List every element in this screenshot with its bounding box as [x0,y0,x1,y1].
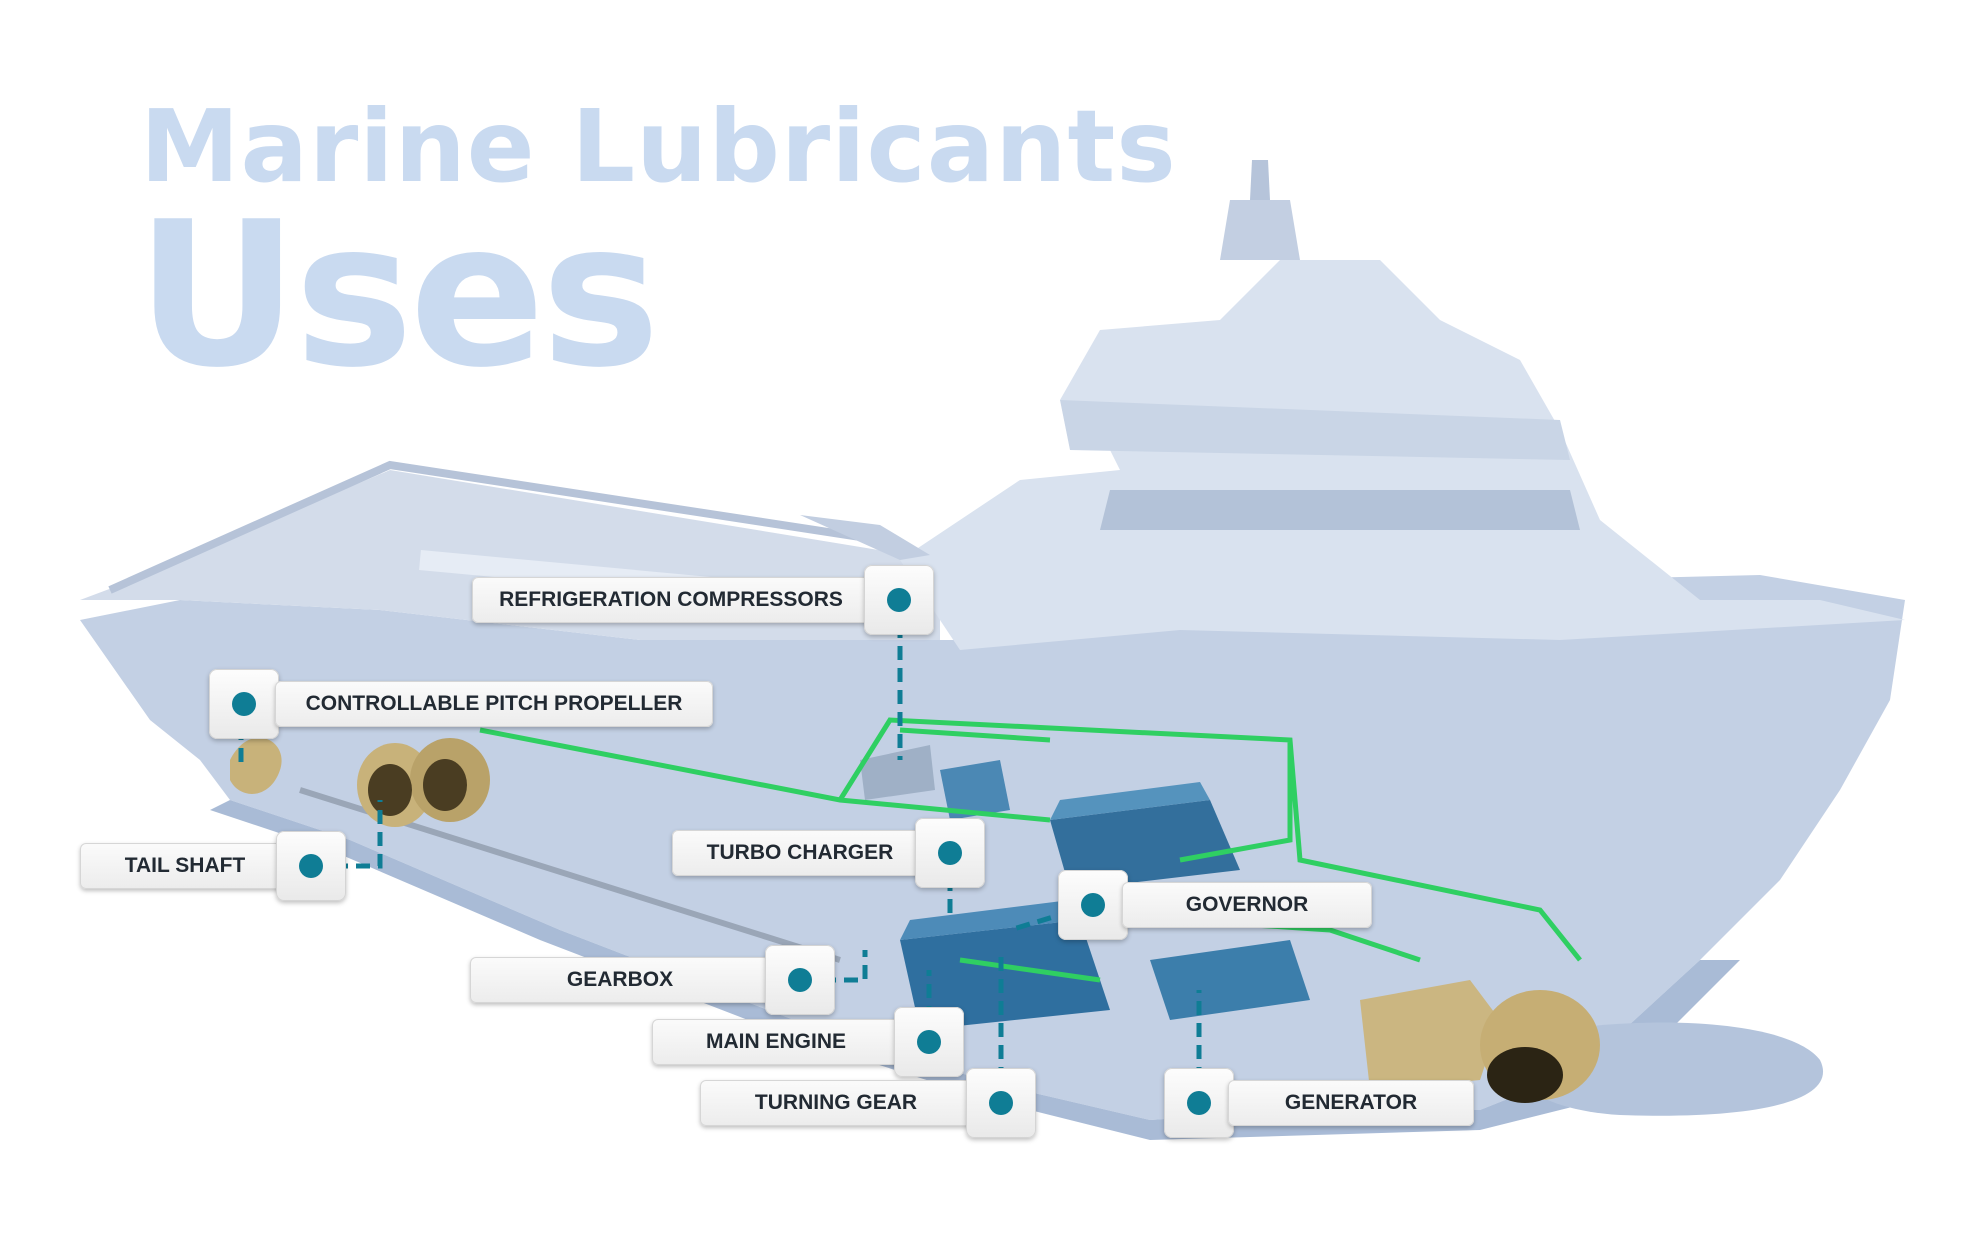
leader-governor [1009,902,1094,933]
marker-main-engine [894,1007,964,1077]
marker-tail-shaft [276,831,346,901]
mast-top [1250,160,1270,200]
marker-dot [938,841,962,865]
marker-dot [917,1030,941,1054]
label-controllable-pitch-propeller: CONTROLLABLE PITCH PROPELLER [275,681,713,727]
marker-dot [788,968,812,992]
refrigeration-unit [860,745,935,800]
marker-dot [989,1091,1013,1115]
bridge-windows [1100,490,1580,530]
aft-deck-rail [108,460,881,594]
mast [1220,200,1300,260]
marker-refrigeration-compressors [864,565,934,635]
bow-thruster [1360,980,1500,1090]
marker-dot [1081,893,1105,917]
marker-gearbox [765,945,835,1015]
label-main-engine: MAIN ENGINE [652,1019,900,1065]
marker-dot [232,692,256,716]
upper-deck [1060,400,1570,460]
marker-dot [299,854,323,878]
thruster-opening-right [423,759,467,811]
label-turning-gear: TURNING GEAR [700,1080,972,1126]
marker-governor [1058,870,1128,940]
auxiliary-unit [940,760,1010,820]
generator-set [1150,940,1310,1020]
marker-dot [887,588,911,612]
label-generator: GENERATOR [1228,1080,1474,1126]
crane-arm [800,515,930,560]
title-line-2: Uses [136,179,660,412]
main-engine-block [900,920,1110,1030]
marker-turbo-charger [915,818,985,888]
label-turbo-charger: TURBO CHARGER [672,830,928,876]
forward-engine-block [1050,800,1240,890]
bow-thruster-tunnel-opening [1487,1047,1563,1103]
label-gearbox: GEARBOX [470,957,770,1003]
title-line-1: Marine Lubricants [140,88,1177,205]
label-refrigeration-compressors: REFRIGERATION COMPRESSORS [472,577,870,623]
thruster-opening-left [368,764,412,816]
label-tail-shaft: TAIL SHAFT [80,843,290,889]
forward-engine-top [1050,782,1210,820]
marker-turning-gear [966,1068,1036,1138]
marker-generator [1164,1068,1234,1138]
main-engine-top [900,900,1080,940]
label-governor: GOVERNOR [1122,882,1372,928]
marker-controllable-pitch-propeller [209,669,279,739]
marker-dot [1187,1091,1211,1115]
